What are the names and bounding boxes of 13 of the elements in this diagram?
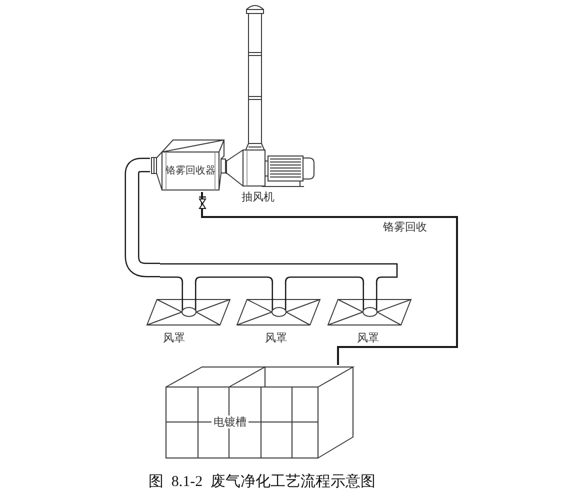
unit-label: 铬雾回收器 (166, 164, 216, 178)
hood-label: 风罩 (357, 332, 379, 344)
pipe-line (201, 192, 458, 365)
caption: 图 8.1-2 废气净化工艺流程示意图 (148, 473, 376, 491)
fan-label: 抽风机 (242, 190, 274, 204)
hood-label: 风罩 (265, 332, 287, 344)
duct (182, 284, 196, 298)
edge-label: 铬雾回收 (383, 220, 427, 234)
duct (362, 284, 378, 298)
tank-label: 电镀槽 (212, 416, 248, 428)
duct (272, 284, 286, 298)
hood-label: 风罩 (163, 332, 185, 344)
duct (124, 158, 160, 278)
